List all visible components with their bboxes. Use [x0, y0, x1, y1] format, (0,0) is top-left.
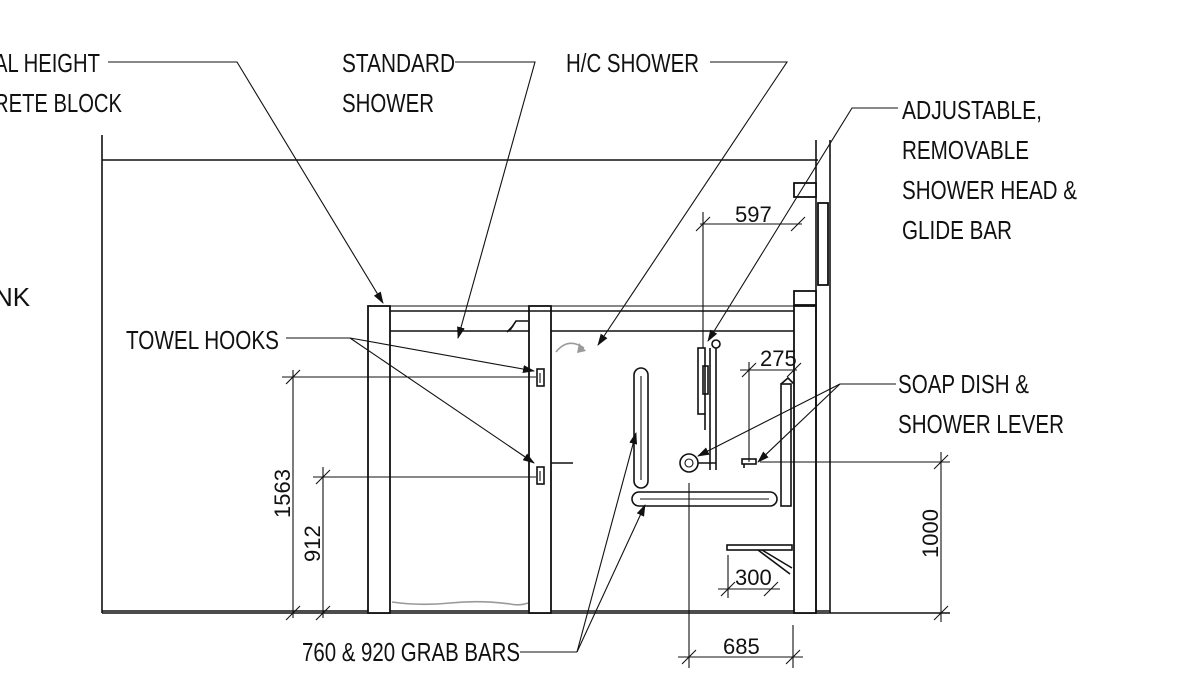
standard-shower-tray	[391, 600, 529, 606]
label-full-height-block-2: RETE BLOCK	[0, 88, 123, 118]
dim-300: 300	[718, 555, 780, 598]
label-nk-fragment: NK	[0, 282, 31, 312]
dim-1000-label: 1000	[918, 509, 943, 558]
dim-275-label: 275	[760, 346, 797, 371]
label-adjustable-3: SHOWER HEAD &	[902, 175, 1077, 205]
dim-1563: 1563	[270, 369, 536, 621]
side-grab-bar	[780, 376, 795, 507]
leader-lines	[108, 61, 898, 653]
curtain-rail	[390, 305, 794, 332]
towel-hook-lower	[536, 466, 545, 485]
dim-1563-label: 1563	[270, 469, 295, 518]
wall-block-middle	[528, 305, 552, 614]
label-hc-shower: H/C SHOWER	[566, 48, 699, 78]
label-adjustable-2: REMOVABLE	[902, 135, 1029, 165]
label-grab-bars: 760 & 920 GRAB BARS	[302, 637, 520, 667]
vertical-grab-bar	[633, 367, 649, 489]
dim-275: 275	[740, 346, 802, 462]
label-standard-shower-1: STANDARD	[342, 48, 455, 78]
fold-down-seat	[726, 544, 793, 575]
dim-597-label: 597	[735, 202, 772, 227]
dim-912-label: 912	[300, 525, 325, 562]
horizontal-grab-bar	[631, 491, 778, 507]
shower-lever	[679, 453, 716, 473]
dim-685: 685	[678, 483, 803, 668]
wall-block-left	[367, 305, 391, 614]
dim-300-label: 300	[735, 565, 772, 590]
annotation-labels: AL HEIGHT RETE BLOCK NK STANDARD SHOWER …	[0, 48, 1077, 667]
dim-597: 597	[695, 202, 806, 348]
label-full-height-block-1: AL HEIGHT	[0, 48, 100, 78]
label-adjustable-1: ADJUSTABLE,	[902, 95, 1042, 125]
curved-arrow-head-icon	[577, 343, 586, 353]
label-towel-hooks: TOWEL HOOKS	[126, 325, 279, 355]
standard-shower-head	[506, 320, 528, 333]
dim-1000: 1000	[760, 452, 950, 622]
label-soap-dish-1: SOAP DISH &	[898, 369, 1029, 399]
towel-hook-upper	[536, 368, 545, 387]
dim-912: 912	[300, 467, 536, 621]
label-standard-shower-2: SHOWER	[342, 88, 434, 118]
label-soap-dish-2: SHOWER LEVER	[898, 409, 1064, 439]
label-adjustable-4: GLIDE BAR	[902, 215, 1012, 245]
room-outline	[101, 135, 950, 614]
dim-685-label: 685	[723, 634, 760, 659]
wall-block-right	[793, 140, 831, 614]
